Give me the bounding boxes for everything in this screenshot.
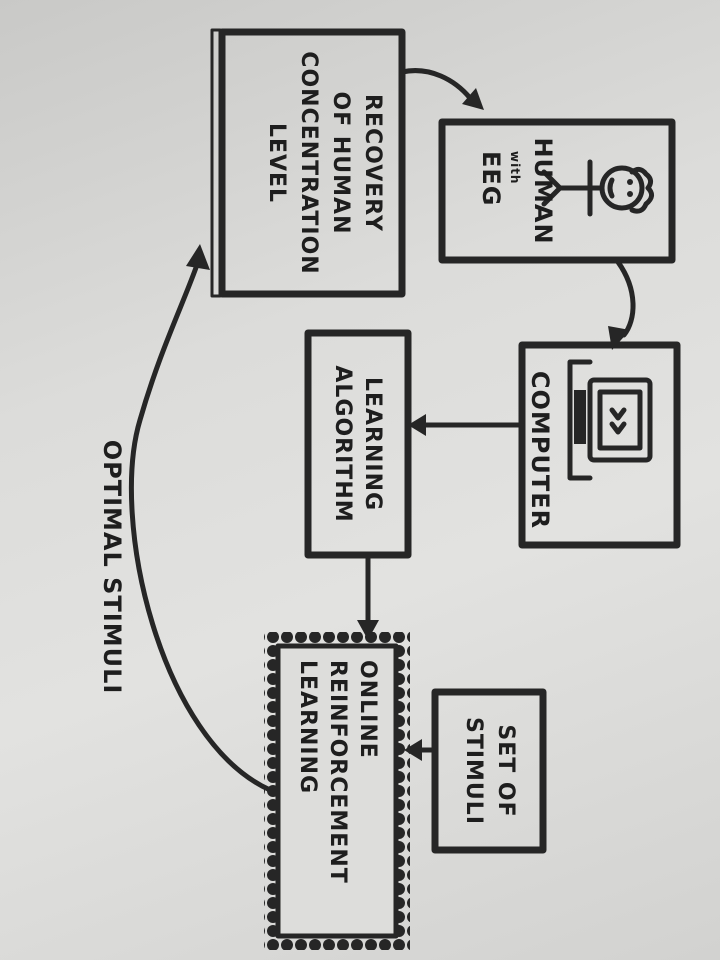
arrow-optimal-stimuli bbox=[128, 244, 273, 793]
recovery-line-4: LEVEL bbox=[264, 123, 289, 203]
arrow-recovery-to-human bbox=[399, 68, 484, 110]
learning-algorithm-box bbox=[304, 329, 412, 559]
human-with-label: with bbox=[508, 151, 522, 184]
algorithm-line: ALGORITHM bbox=[330, 365, 355, 522]
online-line: ONLINE bbox=[355, 660, 380, 759]
arrow-computer-to-algorithm bbox=[408, 414, 525, 436]
learning-algorithm-label: LEARNING ALGORITHM bbox=[330, 365, 385, 522]
online-rl-box bbox=[264, 632, 410, 950]
learning-rl-line: LEARNING bbox=[295, 660, 320, 794]
stimuli-line: STIMULI bbox=[461, 717, 486, 825]
recovery-line-1: RECOVERY bbox=[360, 94, 385, 232]
arrow-algorithm-to-online-rl bbox=[357, 554, 379, 640]
laptop-icon bbox=[567, 359, 653, 481]
optimal-stimuli-label: OPTIMAL STIMULI bbox=[98, 440, 126, 695]
set-of-stimuli-box bbox=[431, 688, 547, 854]
human-eeg-box bbox=[438, 118, 676, 264]
arrow-stimuli-to-online-rl bbox=[404, 739, 438, 761]
set-of-stimuli-label: SET OF STIMULI bbox=[461, 717, 518, 825]
arrow-human-to-computer bbox=[608, 259, 636, 350]
reinforcement-line: REINFORCEMENT bbox=[325, 660, 350, 884]
set-of-line: SET OF bbox=[493, 724, 518, 817]
recovery-line-3: CONCENTRATION bbox=[296, 51, 321, 274]
computer-box bbox=[518, 341, 681, 549]
recovery-box bbox=[210, 28, 406, 298]
eeg-label: EEG bbox=[477, 151, 505, 207]
human-eeg-label: HUMAN with EEG bbox=[477, 137, 557, 244]
learning-line: LEARNING bbox=[360, 377, 385, 511]
computer-label: COMPUTER bbox=[526, 371, 554, 529]
stick-figure-icon bbox=[541, 159, 654, 217]
online-rl-label: ONLINE REINFORCEMENT LEARNING bbox=[295, 660, 380, 884]
recovery-label: RECOVERY OF HUMAN CONCENTRATION LEVEL bbox=[264, 51, 385, 274]
human-label: HUMAN bbox=[529, 137, 557, 244]
optimal-stimuli-text: OPTIMAL STIMULI bbox=[98, 440, 126, 695]
computer-text: COMPUTER bbox=[526, 371, 554, 529]
recovery-line-2: OF HUMAN bbox=[328, 92, 353, 235]
